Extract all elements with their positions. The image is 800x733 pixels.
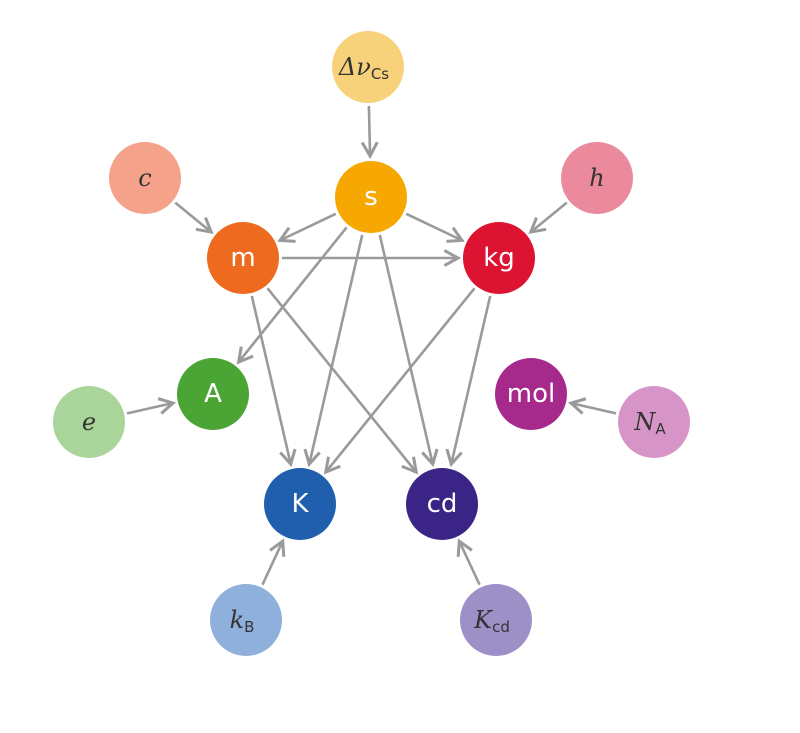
- constant-circle-e: [53, 386, 125, 458]
- unit-node-s: s: [335, 161, 407, 233]
- unit-node-mol: mol: [495, 358, 567, 430]
- constant-circle-h: [561, 142, 633, 214]
- unit-circle-cd: [406, 468, 478, 540]
- constant-symbol-c: c: [138, 164, 151, 192]
- unit-label-A: A: [204, 379, 222, 409]
- constant-symbol-dnu: Δν: [338, 53, 371, 81]
- arrow-s-to-kg: [405, 212, 462, 241]
- constant-subscript-Kcd: cd: [492, 618, 510, 636]
- constant-node-c: c: [109, 142, 181, 214]
- constant-circle-NA: [618, 386, 690, 458]
- constant-circle-c: [109, 142, 181, 214]
- unit-label-cd: cd: [427, 489, 458, 519]
- unit-circle-m: [207, 222, 279, 294]
- constant-node-Kcd: Kcd: [460, 584, 532, 656]
- constant-label-Kcd: Kcd: [473, 606, 510, 636]
- unit-circle-K: [264, 468, 336, 540]
- unit-label-K: K: [291, 489, 309, 519]
- unit-label-mol: mol: [507, 379, 555, 409]
- constant-circle-Kcd: [460, 584, 532, 656]
- constant-circle-dnu: [332, 31, 404, 103]
- arrow-Kcd-to-cd: [459, 541, 481, 586]
- constant-node-dnu: ΔνCs: [332, 31, 404, 103]
- unit-label-s: s: [364, 182, 378, 212]
- unit-node-A: A: [177, 358, 249, 430]
- constant-symbol-NA: N: [633, 408, 656, 436]
- unit-node-m: m: [207, 222, 279, 294]
- constant-node-NA: NA: [618, 386, 690, 458]
- unit-circle-mol: [495, 358, 567, 430]
- arrow-s-to-m: [280, 212, 337, 241]
- arrow-s-to-K: [309, 234, 364, 464]
- edges-layer: [126, 105, 617, 586]
- arrow-kB-to-K: [261, 541, 282, 586]
- constant-symbol-e: e: [82, 408, 96, 436]
- constant-node-kB: kB: [210, 584, 282, 656]
- arrow-s-to-A: [239, 226, 348, 362]
- arrow-m-to-cd: [266, 287, 417, 472]
- arrow-s-to-cd: [378, 234, 433, 464]
- constant-subscript-dnu: Cs: [371, 65, 389, 83]
- arrow-NA-to-mol: [571, 403, 617, 413]
- unit-circle-kg: [463, 222, 535, 294]
- constant-symbol-h: h: [589, 164, 604, 192]
- constant-circle-kB: [210, 584, 282, 656]
- arrow-kg-to-cd: [451, 295, 492, 464]
- constant-node-h: h: [561, 142, 633, 214]
- arrow-c-to-m: [174, 201, 211, 232]
- unit-label-m: m: [230, 243, 255, 273]
- unit-circle-s: [335, 161, 407, 233]
- unit-node-K: K: [264, 468, 336, 540]
- arrow-e-to-A: [126, 403, 173, 415]
- constant-subscript-NA: A: [655, 420, 666, 438]
- unit-node-cd: cd: [406, 468, 478, 540]
- constant-label-NA: NA: [633, 408, 666, 438]
- constant-symbol-Kcd: K: [473, 606, 494, 634]
- arrow-kg-to-K: [326, 287, 476, 472]
- arrow-m-to-K: [250, 295, 291, 464]
- constant-node-e: e: [53, 386, 125, 458]
- constant-label-c: c: [138, 164, 151, 192]
- arrow-h-to-kg: [531, 201, 568, 232]
- constant-label-h: h: [589, 164, 604, 192]
- constant-label-e: e: [82, 408, 96, 436]
- arrow-dnu-to-s: [369, 105, 370, 156]
- unit-node-kg: kg: [463, 222, 535, 294]
- unit-circle-A: [177, 358, 249, 430]
- constant-label-kB: kB: [230, 606, 255, 636]
- constant-symbol-kB: k: [230, 606, 245, 634]
- constant-label-dnu: ΔνCs: [338, 53, 389, 83]
- constant-subscript-kB: B: [244, 618, 254, 636]
- unit-label-kg: kg: [483, 243, 515, 273]
